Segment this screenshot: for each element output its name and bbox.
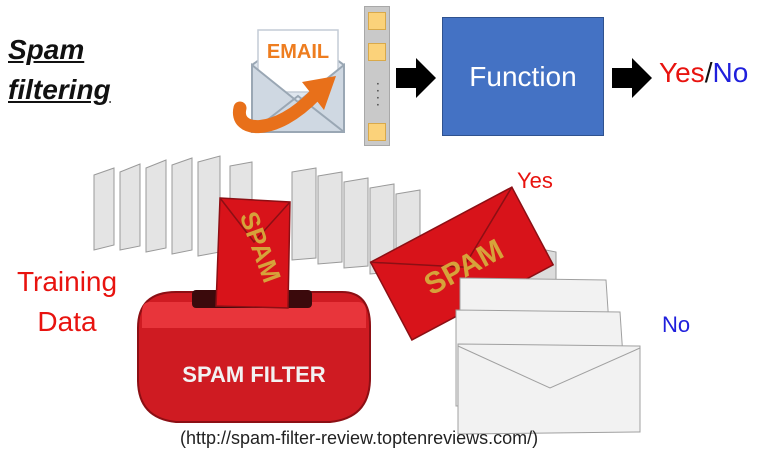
input-slot <box>368 12 386 30</box>
training-line-1: Training <box>4 262 130 302</box>
title-line-1: Spam <box>8 30 111 70</box>
arrow-right-icon <box>394 56 438 100</box>
input-strip: ···· <box>364 6 390 146</box>
input-slot <box>368 43 386 61</box>
filter-box-text: SPAM FILTER <box>182 362 326 387</box>
function-label: Function <box>469 61 576 93</box>
training-data-label: Training Data <box>4 262 130 342</box>
title-line-2: filtering <box>8 70 111 110</box>
training-line-2: Data <box>4 302 130 342</box>
input-slot <box>368 123 386 141</box>
ellipsis-icon: ···· <box>376 81 380 109</box>
output-yes: Yes <box>659 57 705 88</box>
function-box: Function <box>442 17 604 136</box>
spam-no-label: No <box>662 312 690 338</box>
source-url: (http://spam-filter-review.toptenreviews… <box>180 428 538 449</box>
email-icon-label: EMAIL <box>267 41 329 63</box>
slide-title: Spam filtering <box>8 30 111 110</box>
spam-filter-illustration: SPAM FILTER SPAM SPAM <box>80 150 680 440</box>
arrow-right-icon <box>610 56 654 100</box>
output-no: No <box>712 57 748 88</box>
email-icon: EMAIL <box>232 20 364 140</box>
output-label: Yes/No <box>659 57 748 89</box>
spam-yes-label: Yes <box>517 168 553 194</box>
